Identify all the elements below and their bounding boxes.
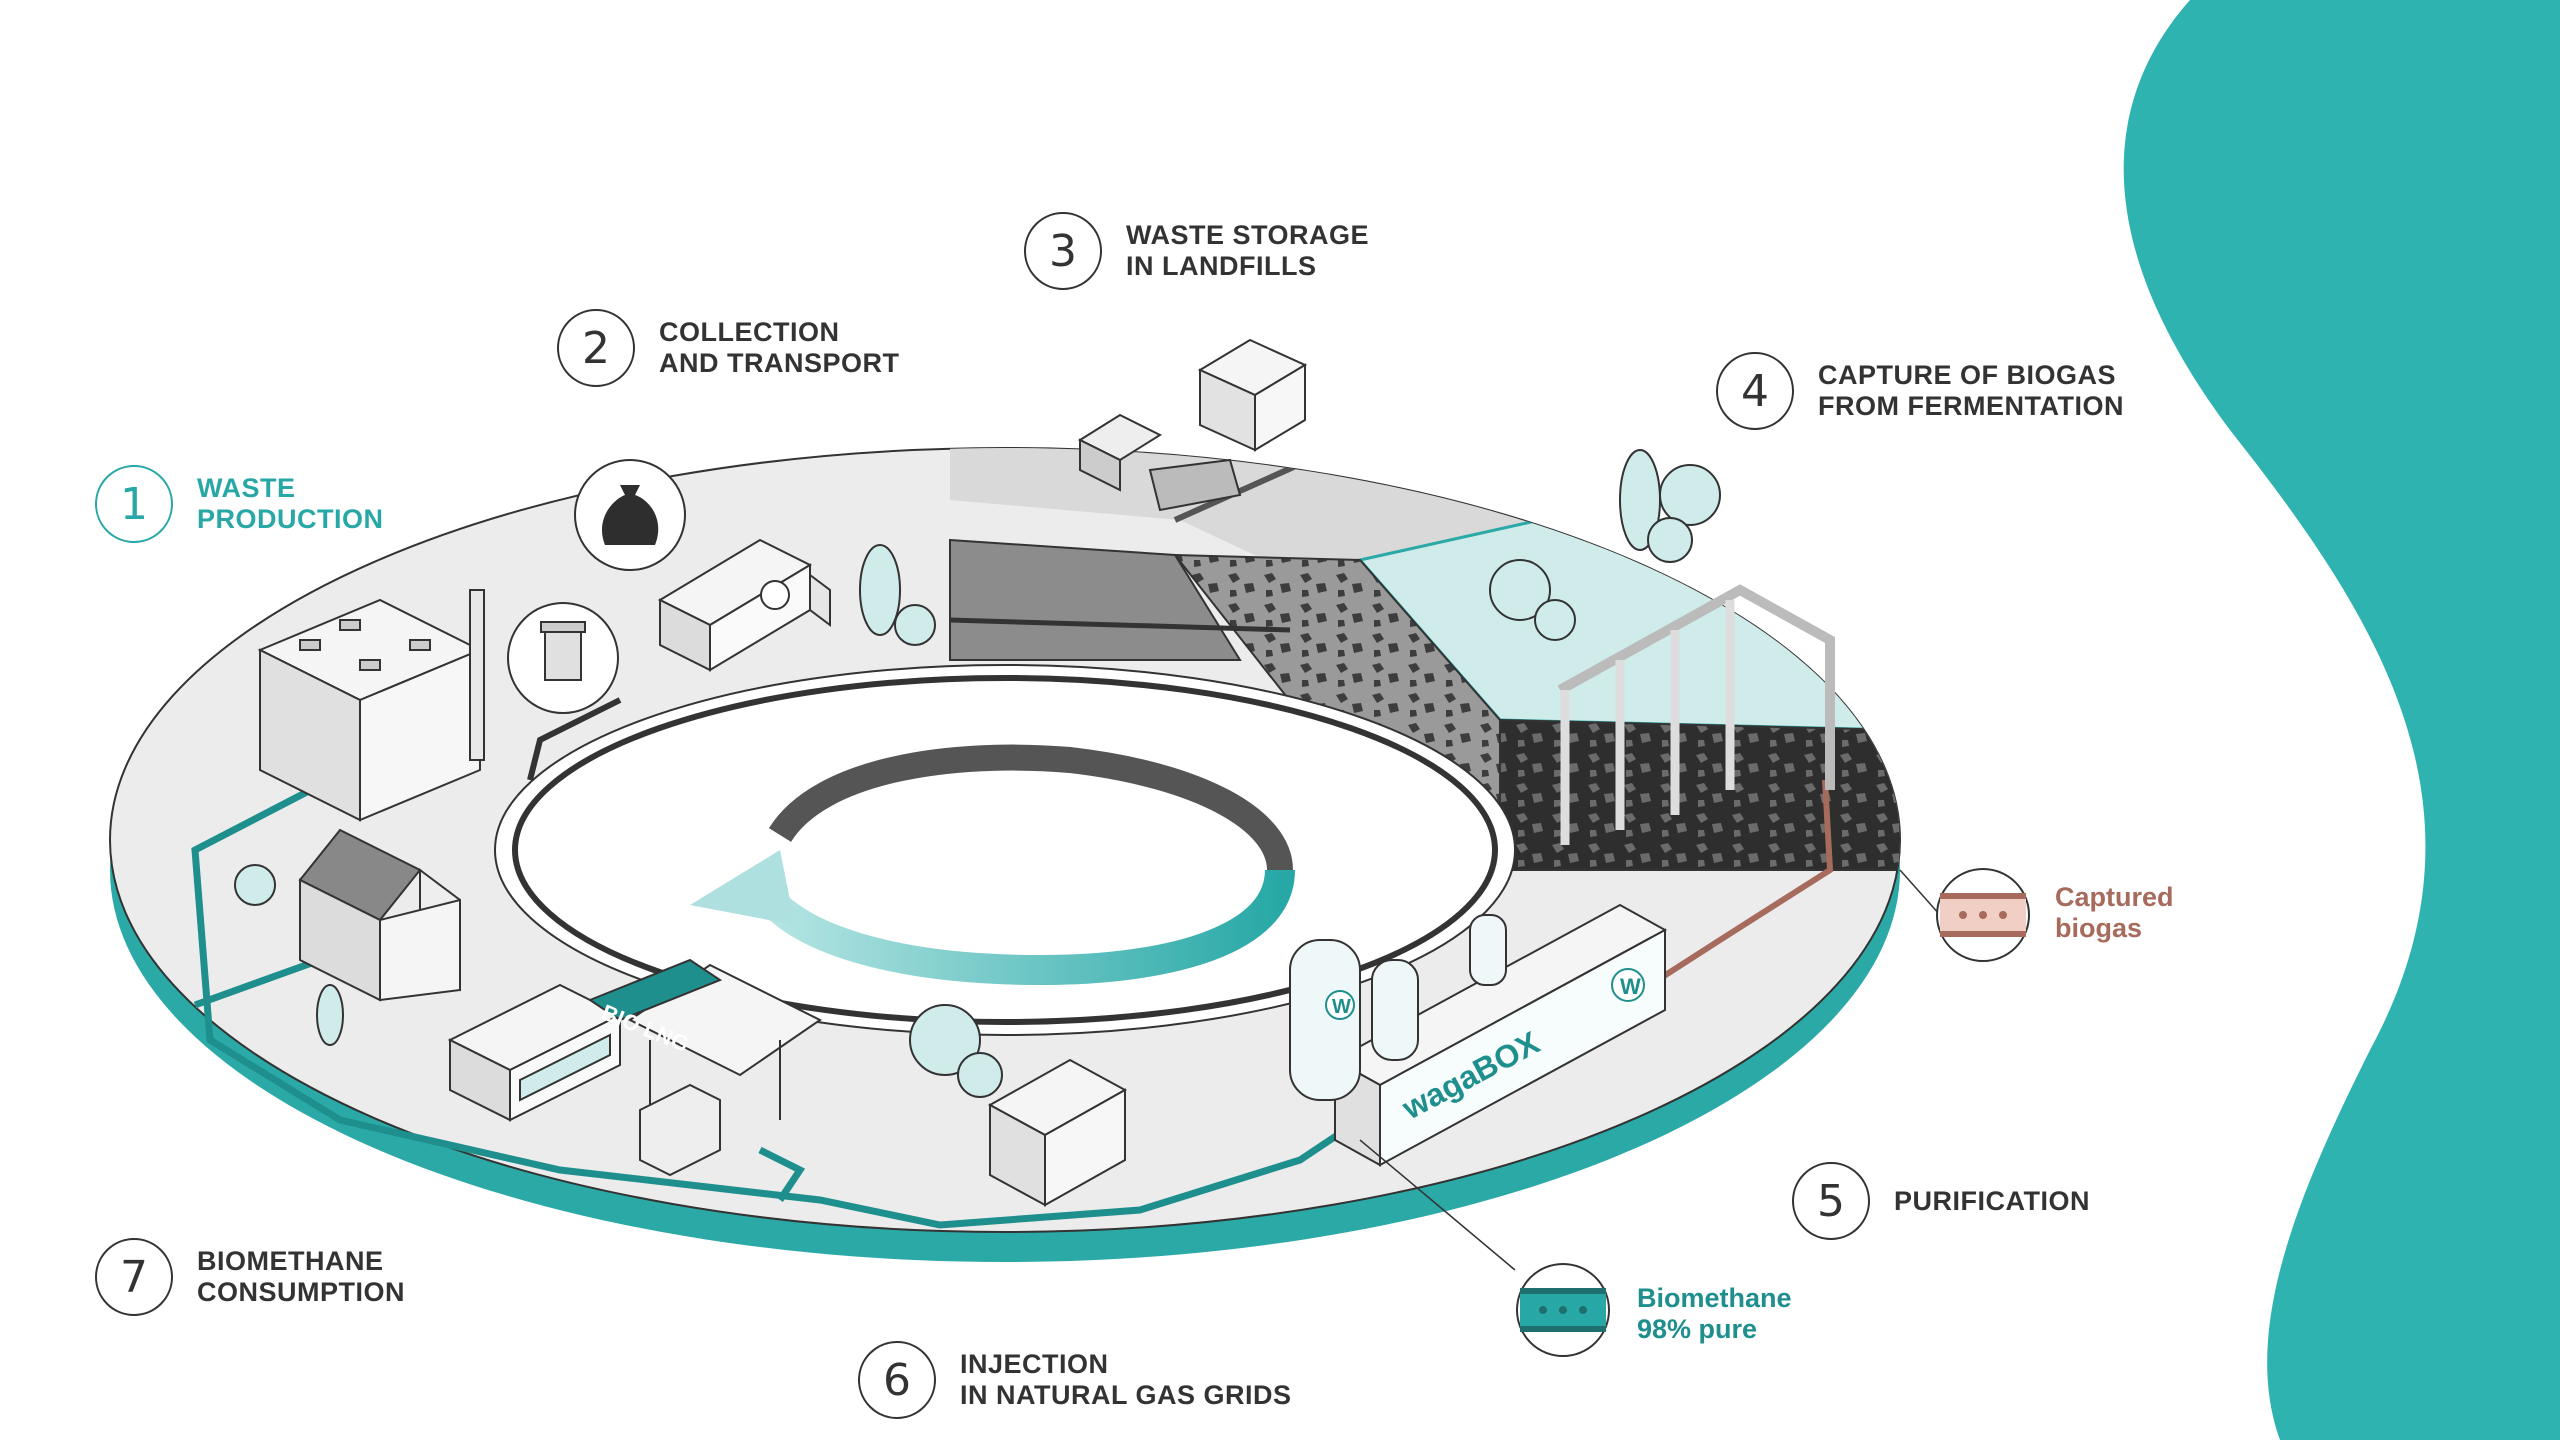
- biomethane-label: Biomethane 98% pure: [1637, 1283, 1877, 1345]
- house: [298, 828, 461, 1002]
- callout-line2: biogas: [2055, 913, 2143, 943]
- step-label-line2: PRODUCTION: [197, 504, 384, 534]
- callout-line2: 98% pure: [1637, 1314, 1758, 1344]
- step-number: 4: [1716, 352, 1794, 430]
- biomethane-callout-line: [1359, 1139, 1516, 1271]
- step-label: INJECTION IN NATURAL GAS GRIDS: [960, 1349, 1320, 1411]
- biomethane-pipeline: [191, 776, 1347, 1229]
- step-number: 3: [1024, 212, 1102, 290]
- bulldozer: [1077, 413, 1242, 512]
- garbage-truck: [657, 538, 831, 672]
- biogas-pipe: [1648, 779, 1834, 988]
- step-label: PURIFICATION: [1894, 1186, 2254, 1217]
- step-3-waste-storage: 3 WASTE STORAGE IN LANDFILLS: [1024, 212, 1486, 290]
- step-label-line1: INJECTION: [960, 1349, 1109, 1379]
- step-4-capture-biogas: 4 CAPTURE OF BIOGAS FROM FERMENTATION: [1716, 352, 2178, 430]
- teal-wave-shape: [2123, 0, 2560, 1440]
- road-to-bin: [527, 697, 622, 781]
- biogas-capture-pipes: [1557, 584, 1835, 845]
- step-number: 5: [1792, 1162, 1870, 1240]
- injection-station: [987, 1058, 1128, 1207]
- step-label: WASTE STORAGE IN LANDFILLS: [1126, 220, 1486, 282]
- landfill-hut: [1197, 338, 1308, 452]
- step-label-line1: CAPTURE OF BIOGAS: [1818, 360, 2117, 390]
- callout-line1: Captured: [2055, 882, 2174, 912]
- cycle-arrow-teal: [746, 868, 1295, 986]
- tank-logo-text: W: [1332, 996, 1351, 1018]
- step-2-collection: 2 COLLECTION AND TRANSPORT: [557, 309, 1019, 387]
- trash-bag-icon: [574, 459, 686, 571]
- step-label: COLLECTION AND TRANSPORT: [659, 317, 1019, 379]
- biomethane-icon: [1516, 1263, 1610, 1357]
- step-number: 6: [858, 1341, 936, 1419]
- cycle-arrow-head: [690, 850, 795, 925]
- disc-inner-cutout: [494, 664, 1516, 1036]
- waste-bin-icon: [507, 602, 619, 714]
- step-label-line1: PURIFICATION: [1894, 1185, 2090, 1216]
- step-1-waste-production: 1 WASTE PRODUCTION: [95, 465, 557, 543]
- callout-line1: Biomethane: [1637, 1283, 1792, 1313]
- step-number: 1: [95, 465, 173, 543]
- step-label-line2: AND TRANSPORT: [659, 348, 900, 378]
- step-label: WASTE PRODUCTION: [197, 473, 557, 535]
- step-7-biomethane-consumption: 7 BIOMETHANE CONSUMPTION: [95, 1238, 557, 1316]
- captured-biogas-label: Captured biogas: [2055, 882, 2295, 944]
- biogas-callout-line: [1899, 869, 1941, 916]
- cycle-arrow-dark: [768, 744, 1293, 872]
- step-label-line2: IN NATURAL GAS GRIDS: [960, 1380, 1292, 1410]
- lng-station: [587, 958, 822, 1177]
- captured-biogas-icon: [1936, 868, 2030, 962]
- wagabox-logo-text: W: [1620, 974, 1641, 999]
- factory-building: [257, 589, 485, 822]
- transport-road: [512, 675, 1498, 1025]
- trees: [234, 449, 1721, 1098]
- step-label-line2: IN LANDFILLS: [1126, 251, 1317, 281]
- step-label-line1: WASTE: [197, 473, 296, 503]
- step-6-injection: 6 INJECTION IN NATURAL GAS GRIDS: [858, 1341, 1320, 1419]
- bus: [447, 983, 623, 1122]
- step-number: 7: [95, 1238, 173, 1316]
- step-label: CAPTURE OF BIOGAS FROM FERMENTATION: [1818, 360, 2178, 422]
- step-number: 2: [557, 309, 635, 387]
- step-label: BIOMETHANE CONSUMPTION: [197, 1246, 557, 1308]
- step-label-line2: CONSUMPTION: [197, 1277, 405, 1307]
- step-5-purification: 5 PURIFICATION: [1792, 1162, 2254, 1240]
- wagabox-unit: [1289, 903, 1668, 1167]
- step-label-line1: COLLECTION: [659, 317, 840, 347]
- step-label-line1: WASTE STORAGE: [1126, 220, 1370, 250]
- step-label-line2: FROM FERMENTATION: [1818, 391, 2124, 421]
- step-label-line1: BIOMETHANE: [197, 1246, 384, 1276]
